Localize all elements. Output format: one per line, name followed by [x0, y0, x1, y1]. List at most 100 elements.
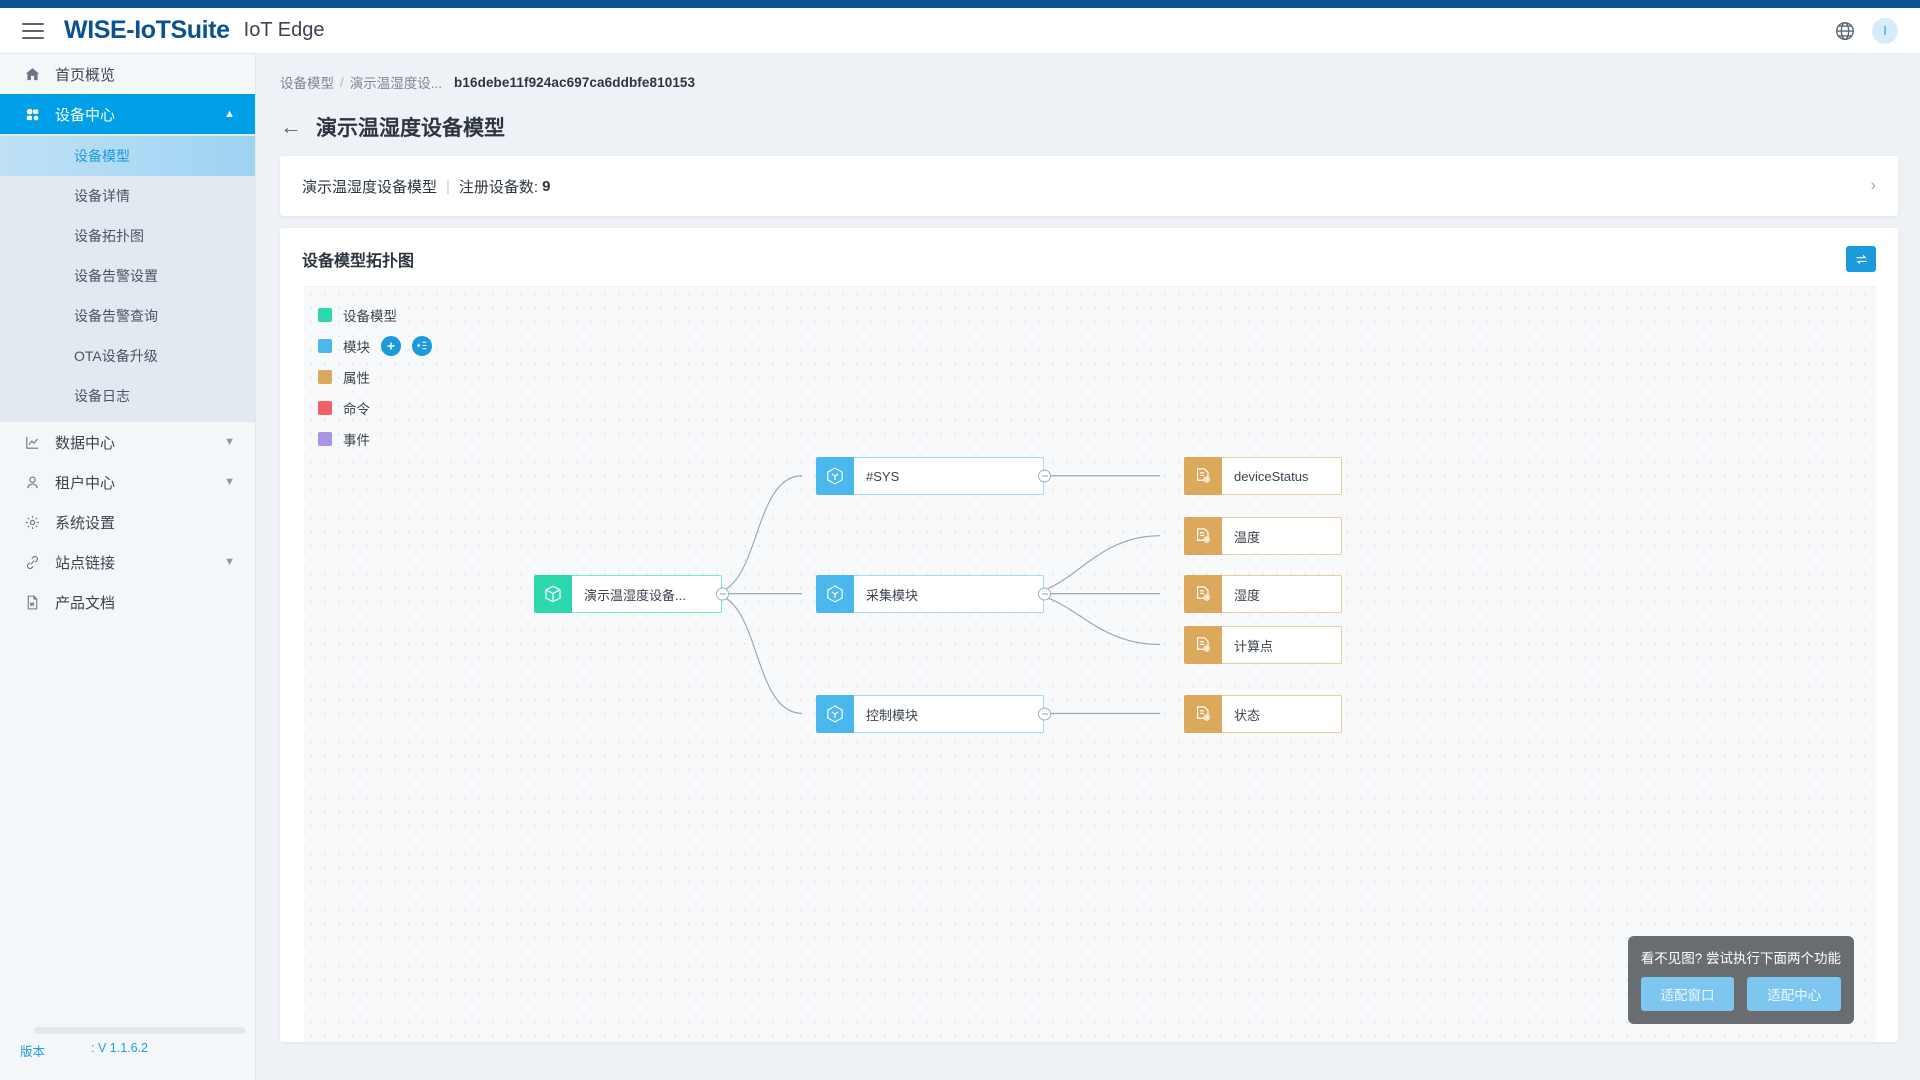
topology-title: 设备模型拓扑图: [302, 253, 415, 270]
sidebar-subitem-device-model[interactable]: 设备模型: [0, 136, 255, 176]
page-title: 演示温湿度设备模型: [316, 117, 505, 140]
topology-node-label: 控制模块: [854, 695, 1044, 733]
back-arrow-icon[interactable]: ←: [280, 114, 302, 139]
sidebar-item-site-links[interactable]: 站点链接 ▼: [0, 542, 255, 582]
node-port-root[interactable]: [716, 587, 729, 601]
topology-node-attr-devicestatus[interactable]: deviceStatus: [1184, 457, 1342, 495]
hint-text: 看不见图? 尝试执行下面两个功能: [1640, 951, 1841, 966]
swap-arrows-icon[interactable]: [1846, 246, 1876, 272]
sidebar-item-data-center[interactable]: 数据中心 ▼: [0, 422, 255, 462]
main-content: 设备模型 / 演示温湿度设... b16debe11f924ac697ca6dd…: [256, 54, 1920, 1080]
legend-swatch: [318, 369, 332, 384]
sidebar-subitem-alarm-settings[interactable]: 设备告警设置: [0, 256, 255, 296]
globe-icon[interactable]: [1834, 20, 1856, 42]
topology-node-label: 计算点: [1222, 626, 1342, 664]
brand-subtitle: IoT Edge: [243, 19, 325, 41]
sidebar-subitem-label: 设备拓扑图: [74, 228, 144, 244]
legend-label: 模块: [343, 339, 370, 355]
link-icon: [24, 554, 41, 571]
topology-node-attr-temperature[interactable]: 温度: [1184, 517, 1342, 555]
topology-node-attr-status[interactable]: 状态: [1184, 695, 1342, 733]
hint-buttons: 适配窗口 适配中心: [1640, 977, 1842, 1011]
topology-node-label: 湿度: [1222, 575, 1342, 613]
node-port-module-collect[interactable]: [1038, 587, 1051, 601]
topology-canvas[interactable]: 设备模型 模块: [304, 286, 1876, 1042]
topology-node-module-control[interactable]: 控制模块: [816, 695, 1051, 733]
app-header: WISE-IoTSuite IoT Edge I: [0, 8, 1920, 54]
hamburger-icon[interactable]: [22, 22, 44, 39]
fit-center-button[interactable]: 适配中心: [1747, 977, 1842, 1011]
sidebar-item-label: 设备中心: [55, 106, 116, 124]
chevron-down-icon: ▼: [224, 476, 235, 488]
chevron-right-icon[interactable]: ›: [1870, 177, 1876, 194]
legend-label: 命令: [343, 401, 370, 417]
sidebar-subitem-device-detail[interactable]: 设备详情: [0, 176, 255, 216]
property-gear-icon: [1184, 626, 1222, 664]
topology-card: 设备模型拓扑图 设备模型 模块: [280, 228, 1898, 1042]
add-module-button[interactable]: [381, 335, 401, 356]
sidebar-item-label: 租户中心: [55, 474, 116, 492]
breadcrumb-separator: /: [340, 74, 344, 90]
sidebar-subitem-ota-upgrade[interactable]: OTA设备升级: [0, 336, 255, 376]
node-port-module-control[interactable]: [1038, 707, 1051, 721]
sidebar-subitem-label: OTA设备升级: [74, 348, 158, 364]
sidebar-subitem-label: 设备详情: [74, 188, 130, 204]
property-gear-icon: [1184, 575, 1222, 613]
sidebar-subitem-alarm-query[interactable]: 设备告警查询: [0, 296, 255, 336]
topology-node-label: 采集模块: [854, 575, 1044, 613]
legend-swatch: [318, 431, 332, 446]
sidebar-item-label: 数据中心: [55, 434, 116, 452]
home-icon: [24, 66, 41, 83]
topology-node-attr-calcpoint[interactable]: 计算点: [1184, 626, 1342, 664]
topology-node-module-sys[interactable]: #SYS: [816, 457, 1051, 495]
topology-node-label: 演示温湿度设备...: [572, 575, 722, 613]
node-port-module-sys[interactable]: [1038, 469, 1051, 483]
module-cube-icon: [816, 457, 854, 495]
registered-count: 9: [542, 177, 551, 195]
brand-title: WISE-IoTSuite: [64, 16, 230, 44]
topology-node-module-collect[interactable]: 采集模块: [816, 575, 1051, 613]
legend-item-command: 命令: [318, 392, 432, 423]
collapse-module-button[interactable]: [412, 335, 432, 356]
property-gear-icon: [1184, 517, 1222, 555]
sidebar-subitem-label: 设备日志: [74, 388, 130, 404]
topology-node-label: 状态: [1222, 695, 1342, 733]
user-icon: [24, 474, 41, 491]
model-info-row: 演示温湿度设备模型 | 注册设备数: 9 ›: [280, 156, 1898, 216]
topology-node-root[interactable]: 演示温湿度设备...: [534, 575, 729, 613]
topology-node-label: 温度: [1222, 517, 1342, 555]
version-value: : V 1.1.6.2: [91, 1041, 148, 1055]
version-label: 版本: [20, 1045, 46, 1059]
sidebar-item-tenant-center[interactable]: 租户中心 ▼: [0, 462, 255, 502]
legend-item-device-model: 设备模型: [318, 299, 432, 330]
top-accent-strip: [0, 0, 1920, 8]
avatar[interactable]: I: [1872, 17, 1898, 44]
sidebar-item-device-center[interactable]: 设备中心 ▲: [0, 94, 255, 134]
legend-label: 设备模型: [343, 308, 397, 324]
fit-window-button[interactable]: 适配窗口: [1640, 977, 1735, 1011]
cube-icon: [534, 575, 572, 613]
info-divider: |: [446, 177, 450, 195]
sidebar-item-label: 站点链接: [55, 554, 116, 572]
sidebar-item-system-settings[interactable]: 系统设置: [0, 502, 255, 542]
sidebar-scrollbar[interactable]: [34, 1027, 245, 1034]
module-cube-icon: [816, 695, 854, 733]
legend-label: 事件: [343, 432, 370, 448]
sidebar-submenu-device-center: 设备模型 设备详情 设备拓扑图 设备告警设置 设备告警查询 OTA设备升级: [0, 134, 255, 422]
sidebar-item-home[interactable]: 首页概览: [0, 54, 255, 94]
topology-node-label: deviceStatus: [1222, 457, 1342, 495]
breadcrumb: 设备模型 / 演示温湿度设... b16debe11f924ac697ca6dd…: [256, 54, 1920, 92]
property-gear-icon: [1184, 457, 1222, 495]
breadcrumb-root[interactable]: 设备模型: [280, 76, 334, 91]
model-info-card: 演示温湿度设备模型 | 注册设备数: 9 ›: [280, 156, 1898, 216]
topology-node-attr-humidity[interactable]: 湿度: [1184, 575, 1342, 613]
property-gear-icon: [1184, 695, 1222, 733]
chevron-up-icon: ▲: [224, 108, 235, 120]
sidebar-item-label: 产品文档: [55, 594, 116, 612]
breadcrumb-parent[interactable]: 演示温湿度设...: [349, 76, 443, 91]
sidebar-subitem-device-topology[interactable]: 设备拓扑图: [0, 216, 255, 256]
module-cube-icon: [816, 575, 854, 613]
sidebar-subitem-device-log[interactable]: 设备日志: [0, 376, 255, 416]
version-info: 版本 : V 1.1.6.2: [0, 1041, 255, 1070]
sidebar-item-product-docs[interactable]: 产品文档: [0, 582, 255, 622]
